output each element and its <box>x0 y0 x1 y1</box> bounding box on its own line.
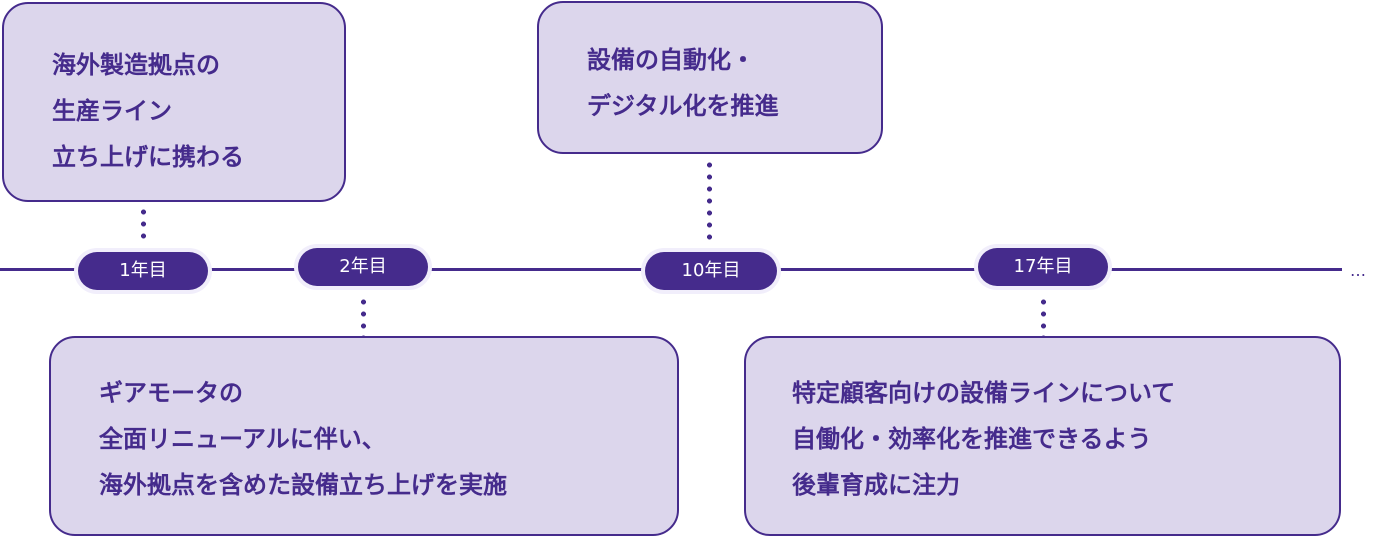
event-card-year-1: 海外製造拠点の 生産ライン 立ち上げに携わる <box>2 2 346 202</box>
event-text-line: デジタル化を推進 <box>587 92 779 120</box>
timeline-continuation: … <box>1350 261 1367 280</box>
connector-dots <box>707 159 712 243</box>
connector-dots <box>141 206 146 242</box>
connector-dots <box>1041 296 1046 336</box>
event-text-line: 立ち上げに携わる <box>52 143 244 171</box>
event-text-line: 自働化・効率化を推進できるよう <box>792 425 1152 453</box>
milestone-badge-year-10: 10年目 <box>645 252 777 290</box>
milestone-badge-year-2: 2年目 <box>298 248 428 286</box>
event-text-line: 海外製造拠点の <box>52 51 220 79</box>
event-card-year-10: 設備の自動化・ デジタル化を推進 <box>537 1 883 154</box>
event-text-line: 後輩育成に注力 <box>792 471 960 499</box>
event-text-line: 生産ライン <box>52 97 172 125</box>
event-text-line: 設備の自動化・ <box>587 46 755 74</box>
event-text-line: 特定顧客向けの設備ラインについて <box>792 379 1176 407</box>
event-text-line: 海外拠点を含めた設備立ち上げを実施 <box>99 471 507 499</box>
milestone-badge-year-17: 17年目 <box>978 248 1108 286</box>
event-text-line: ギアモータの <box>99 379 243 407</box>
connector-dots <box>361 296 366 336</box>
event-card-year-2: ギアモータの 全面リニューアルに伴い、 海外拠点を含めた設備立ち上げを実施 <box>49 336 679 536</box>
event-card-year-17: 特定顧客向けの設備ラインについて 自働化・効率化を推進できるよう 後輩育成に注力 <box>744 336 1341 536</box>
event-text-line: 全面リニューアルに伴い、 <box>99 425 386 453</box>
milestone-badge-year-1: 1年目 <box>78 252 208 290</box>
